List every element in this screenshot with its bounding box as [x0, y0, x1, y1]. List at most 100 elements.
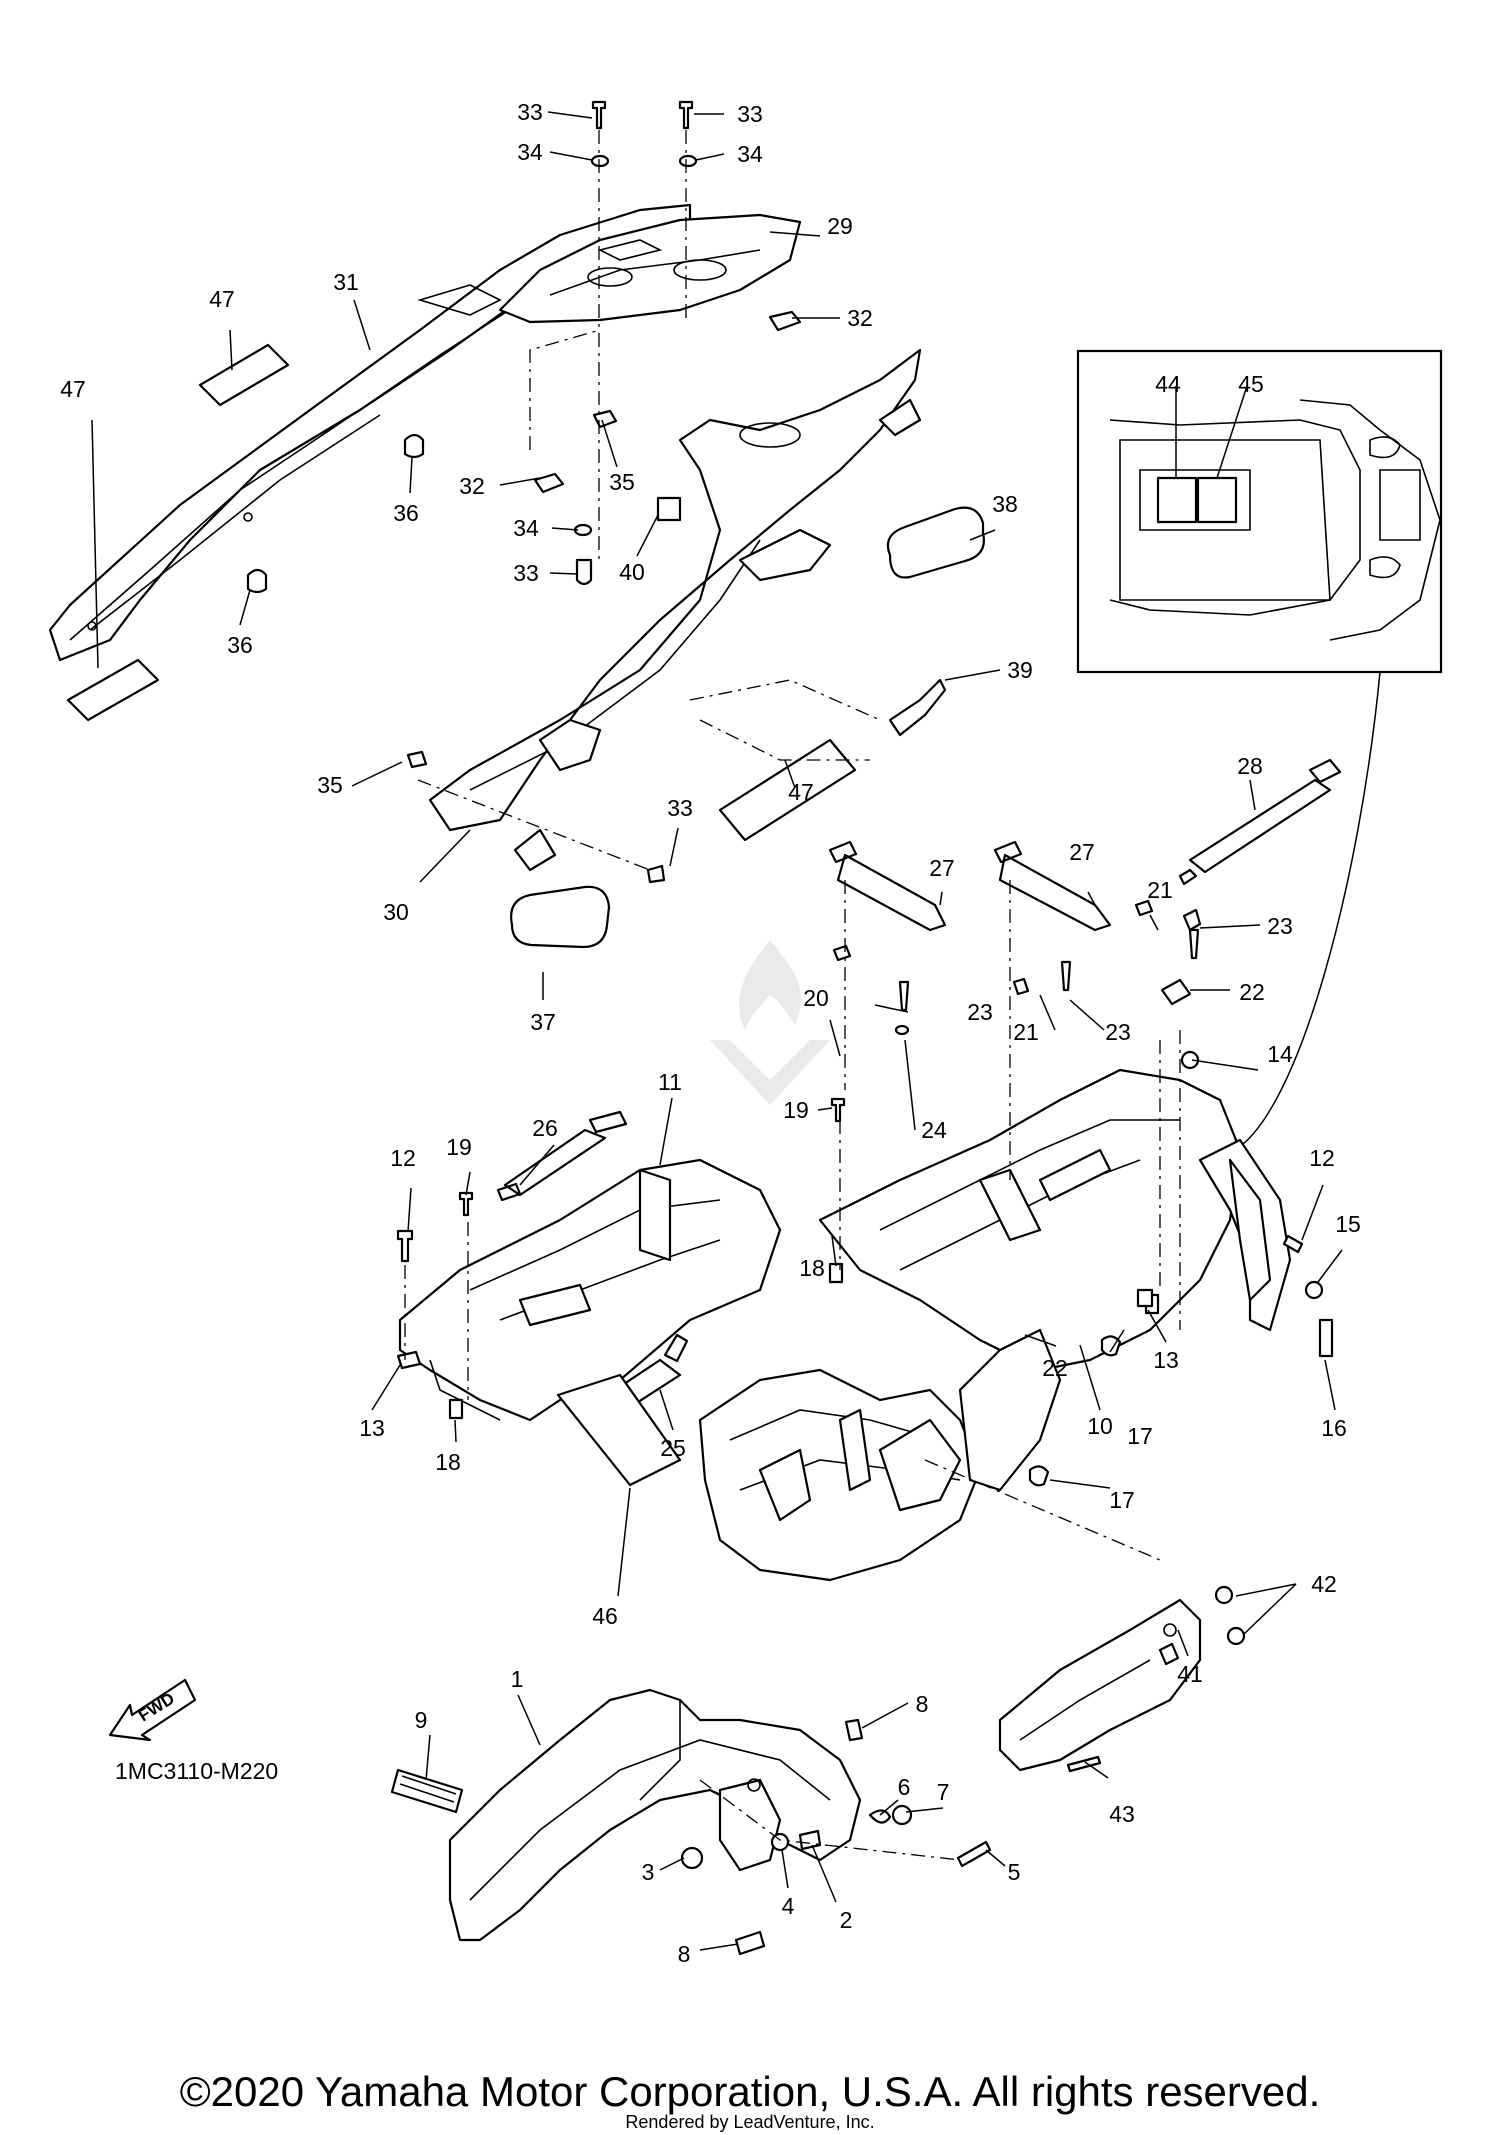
callout-34: 34 [737, 141, 763, 167]
decal-47c [718, 738, 857, 842]
callout-32: 32 [847, 305, 873, 331]
strap-27b [993, 840, 1112, 932]
callout-12: 12 [390, 1145, 416, 1171]
decal-8a [844, 1718, 864, 1742]
callout-27: 27 [929, 855, 955, 881]
callout-2: 2 [840, 1907, 853, 1933]
callout-6: 6 [898, 1774, 911, 1800]
bracket-41 [998, 1598, 1202, 1772]
strap-26 [496, 1110, 628, 1202]
rear-fender-10 [818, 1068, 1292, 1372]
callout-18: 18 [799, 1255, 825, 1281]
dash-lines-upper [417, 130, 881, 871]
callout-35: 35 [317, 772, 343, 798]
callout-38: 38 [992, 491, 1018, 517]
part-39 [888, 678, 947, 737]
callout-23: 23 [967, 999, 993, 1025]
fasteners-upper [246, 100, 802, 884]
callout-33: 33 [737, 101, 763, 127]
fuse-45 [1196, 476, 1238, 524]
callout-22: 22 [1239, 979, 1265, 1005]
seal-38 [886, 506, 985, 579]
callout-3: 3 [642, 1859, 655, 1885]
fasteners-lower [396, 899, 1334, 1870]
strap-27a [828, 840, 947, 932]
strap-28 [1178, 758, 1342, 886]
inset-leader [1234, 671, 1381, 1151]
callout-45: 45 [1238, 371, 1264, 397]
tail-cover-29 [498, 213, 802, 324]
callout-42: 42 [1311, 1571, 1337, 1597]
callout-17: 17 [1127, 1423, 1153, 1449]
battery-box-11 [398, 1158, 782, 1422]
callout-31: 31 [333, 269, 359, 295]
callout-11: 11 [658, 1069, 682, 1095]
callout-47: 47 [209, 286, 235, 312]
callout-5: 5 [1008, 1859, 1021, 1885]
callout-17: 17 [1109, 1487, 1135, 1513]
fuse-44 [1156, 476, 1198, 524]
callout-36: 36 [227, 632, 253, 658]
callout-19: 19 [446, 1134, 472, 1160]
callout-23: 23 [1267, 913, 1293, 939]
callout-21: 21 [1013, 1019, 1039, 1045]
callout-13: 13 [359, 1415, 385, 1441]
callout-36: 36 [393, 500, 419, 526]
front-fender-1 [448, 1688, 862, 1942]
callout-8: 8 [916, 1691, 929, 1717]
rendered-by-notice: Rendered by LeadVenture, Inc. [625, 2112, 875, 2132]
callout-numbers: 33 33 34 34 29 31 47 47 32 32 35 36 34 3… [60, 99, 1361, 1967]
callout-21: 21 [1147, 877, 1173, 903]
callout-35: 35 [609, 469, 635, 495]
callout-14: 14 [1267, 1041, 1293, 1067]
callout-12: 12 [1309, 1145, 1335, 1171]
callout-39: 39 [1007, 657, 1033, 683]
callout-10: 10 [1087, 1413, 1113, 1439]
callout-41: 41 [1177, 1661, 1203, 1687]
callout-23: 23 [1105, 1019, 1131, 1045]
part-40 [656, 496, 682, 522]
callout-leaders [91, 111, 1343, 1951]
callout-16: 16 [1321, 1415, 1347, 1441]
callout-34: 34 [517, 139, 543, 165]
decal-47a [66, 658, 160, 722]
callout-43: 43 [1109, 1801, 1135, 1827]
callout-19: 19 [783, 1097, 809, 1123]
callout-47: 47 [788, 779, 814, 805]
callout-47: 47 [60, 376, 86, 402]
callout-24: 24 [921, 1117, 947, 1143]
callout-40: 40 [619, 559, 645, 585]
lower-fender-assembly [698, 1328, 1062, 1582]
callout-9: 9 [415, 1707, 428, 1733]
callout-1: 1 [511, 1666, 524, 1692]
callout-46: 46 [592, 1603, 618, 1629]
callout-4: 4 [782, 1893, 795, 1919]
callout-13: 13 [1153, 1347, 1179, 1373]
callout-32: 32 [459, 473, 485, 499]
emblem-9-lines [399, 1775, 457, 1803]
callout-33: 33 [667, 795, 693, 821]
emblem-9 [390, 1768, 464, 1814]
callout-18: 18 [435, 1449, 461, 1475]
callout-33: 33 [517, 99, 543, 125]
callout-22: 22 [1042, 1355, 1068, 1381]
callout-33: 33 [513, 560, 539, 586]
callout-28: 28 [1237, 753, 1263, 779]
callout-34: 34 [513, 515, 539, 541]
leadventure-watermark-icon [710, 940, 830, 1105]
seal-37 [510, 885, 611, 949]
dash-lines-lower [404, 880, 1181, 1861]
plate-46 [556, 1373, 682, 1487]
callout-20: 20 [803, 985, 829, 1011]
callout-25: 25 [660, 1435, 686, 1461]
callout-7: 7 [937, 1779, 950, 1805]
callout-15: 15 [1335, 1211, 1361, 1237]
callout-27: 27 [1069, 839, 1095, 865]
callout-37: 37 [530, 1009, 556, 1035]
fwd-arrow-icon: FWD [108, 1678, 197, 1742]
callout-29: 29 [827, 213, 853, 239]
decal-8b [734, 1930, 766, 1956]
side-cover-30 [428, 348, 922, 872]
callout-8: 8 [678, 1941, 691, 1967]
